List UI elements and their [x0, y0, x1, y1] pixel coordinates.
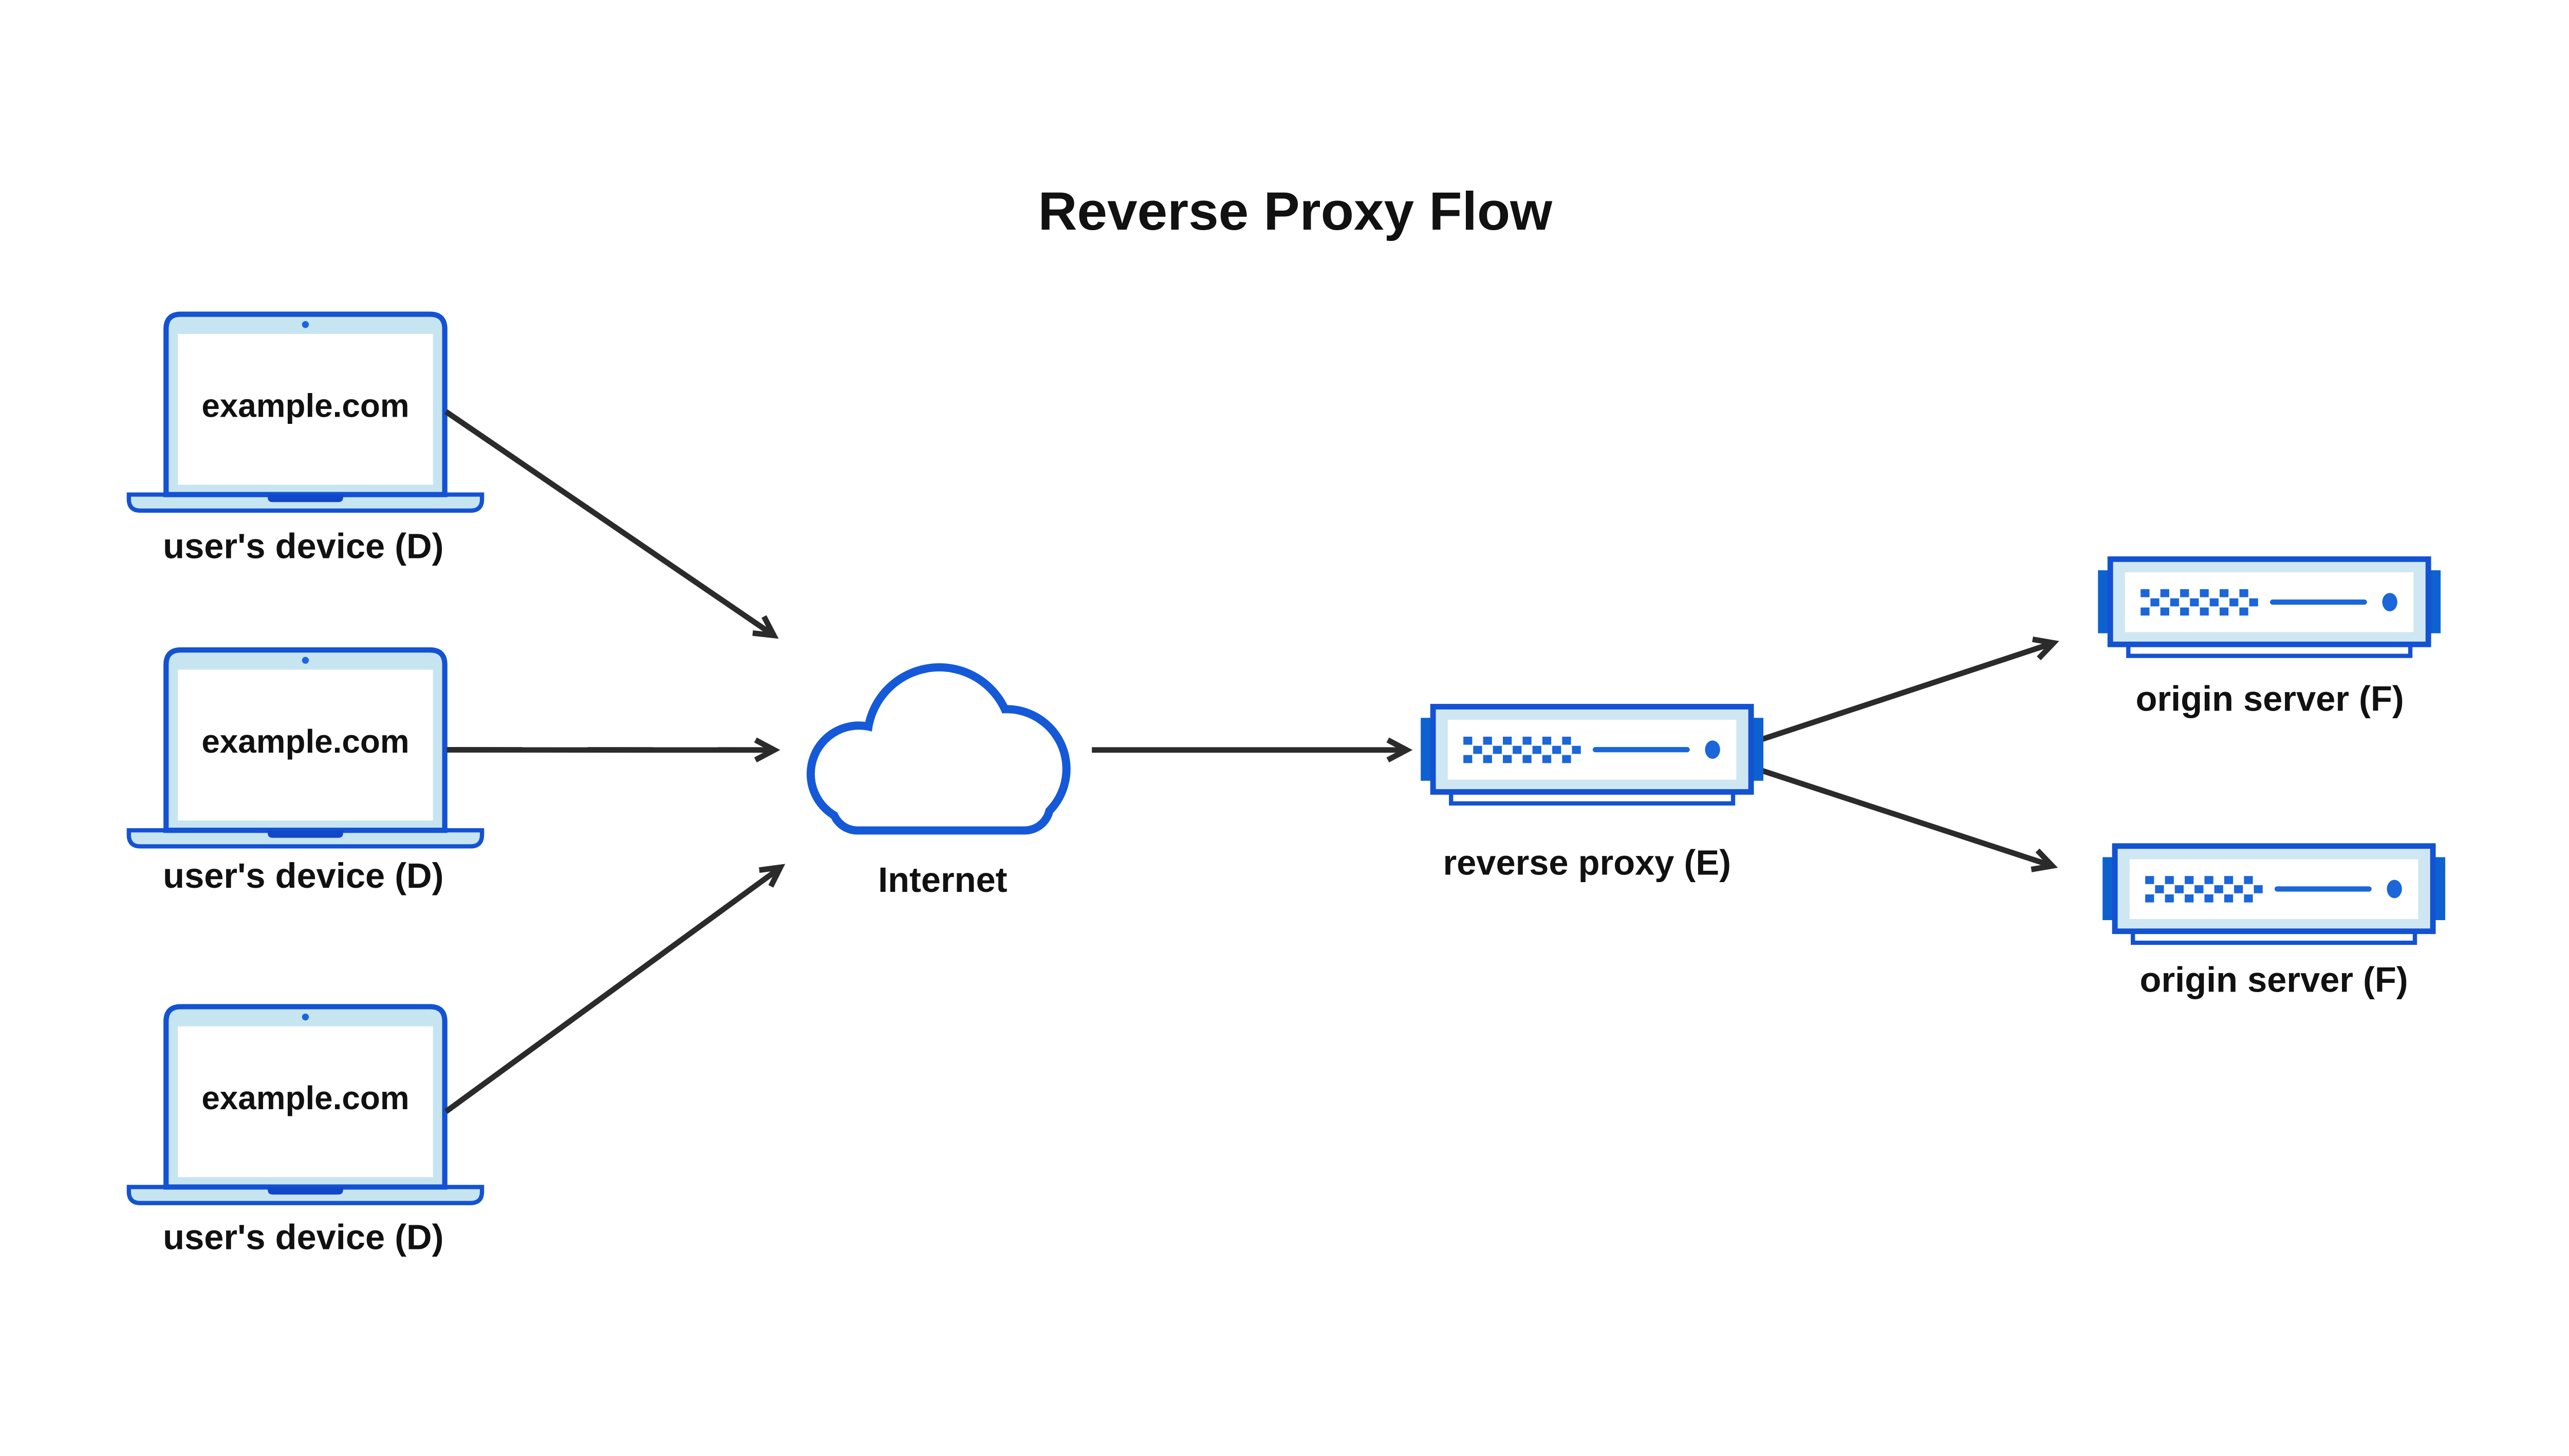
webcam-icon	[302, 1013, 309, 1021]
rack-server-icon	[2102, 843, 2446, 945]
arrow-proxy-to-origin2	[1757, 767, 2058, 872]
arrowhead-icon	[754, 737, 780, 763]
arrowhead-icon	[752, 615, 779, 639]
rack-server-icon	[2098, 556, 2441, 658]
server-front-panel	[2129, 859, 2418, 919]
node-user-device-3: example.com user's device (D)	[126, 1004, 485, 1257]
laptop-icon	[126, 1004, 485, 1205]
laptop-screen	[178, 1026, 433, 1178]
arrow-proxy-to-origin1	[1757, 637, 2059, 743]
arrow-device3-to-internet	[444, 864, 786, 1114]
laptop-base	[126, 828, 485, 849]
server-vent-dots	[2140, 589, 2258, 616]
server-vent-dots	[2145, 876, 2263, 903]
reverse-proxy-label: reverse proxy (E)	[1443, 843, 1730, 883]
server-front-panel	[1447, 720, 1737, 780]
node-origin-server-1: origin server (F)	[2098, 556, 2441, 718]
node-reverse-proxy: reverse proxy (E)	[1421, 704, 1764, 883]
device-label: user's device (D)	[163, 1218, 443, 1257]
device-screen-url: example.com	[201, 723, 409, 760]
arrow-device1-to-internet	[444, 409, 779, 639]
cloud-icon	[806, 663, 1071, 835]
laptop-hinge-notch	[268, 494, 343, 502]
arrow-internet-to-proxy	[1092, 737, 1413, 763]
internet-label: Internet	[878, 860, 1008, 900]
arrowhead-icon	[2031, 848, 2058, 872]
device-screen-url: example.com	[201, 387, 409, 424]
server-vent-dots	[1463, 736, 1581, 763]
origin-server-label: origin server (F)	[2140, 960, 2408, 1000]
laptop-hinge-notch	[268, 1187, 343, 1195]
device-screen-url: example.com	[201, 1079, 409, 1116]
server-led-icon	[2382, 593, 2397, 611]
webcam-icon	[302, 321, 309, 328]
node-user-device-2: example.com user's device (D)	[126, 647, 485, 895]
page-title: Reverse Proxy Flow	[1038, 181, 1553, 241]
device-label: user's device (D)	[163, 856, 443, 895]
rack-server-icon	[1421, 704, 1764, 806]
laptop-screen	[178, 333, 433, 485]
device-label: user's device (D)	[163, 527, 443, 566]
laptop-icon	[126, 647, 485, 849]
node-origin-server-2: origin server (F)	[2102, 843, 2446, 1000]
webcam-icon	[302, 657, 309, 664]
arrowhead-icon	[2032, 637, 2059, 661]
server-led-icon	[1705, 740, 1720, 759]
node-internet: Internet	[806, 663, 1071, 900]
laptop-base	[126, 492, 485, 513]
arrow-device2-to-internet	[446, 737, 780, 763]
laptop-hinge-notch	[268, 830, 343, 838]
arrowhead-icon	[758, 864, 786, 888]
laptop-base	[126, 1185, 485, 1205]
server-led-icon	[2387, 880, 2402, 899]
node-user-device-1: example.com user's device (D)	[126, 311, 485, 566]
laptop-screen	[178, 669, 433, 820]
laptop-icon	[126, 311, 485, 513]
arrowhead-icon	[1386, 737, 1413, 763]
server-front-panel	[2125, 572, 2414, 632]
origin-server-label: origin server (F)	[2136, 679, 2404, 718]
